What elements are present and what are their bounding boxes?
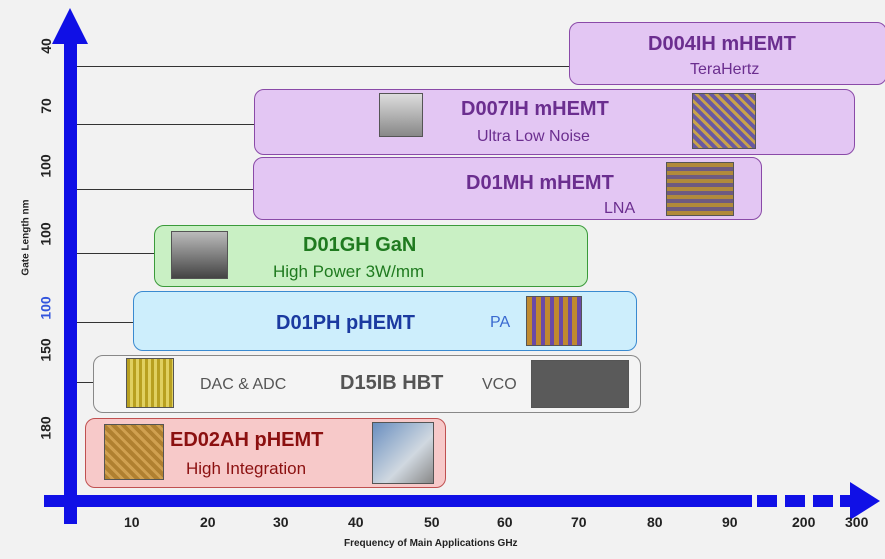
process-bar-d01mh: D01MH mHEMT LNA xyxy=(253,157,762,220)
y-axis xyxy=(64,40,77,524)
module-photo-thumbnail xyxy=(372,422,434,484)
x-axis-dash-3 xyxy=(813,495,833,507)
process-application-left: DAC & ADC xyxy=(200,376,287,393)
process-bar-d01gh: D01GH GaN High Power 3W/mm xyxy=(154,225,588,287)
process-name: D004IH mHEMT xyxy=(648,33,796,55)
x-axis-arrowhead xyxy=(850,482,880,520)
x-tick-200: 200 xyxy=(792,514,816,530)
device-photo-thumbnail xyxy=(379,93,423,137)
y-tick-40: 40 xyxy=(37,38,54,54)
x-tick-10: 10 xyxy=(124,514,140,530)
x-tick-30: 30 xyxy=(273,514,289,530)
guide-line-2 xyxy=(77,124,254,125)
process-application-right: VCO xyxy=(482,376,517,393)
y-axis-arrowhead xyxy=(52,8,88,44)
y-tick-100a: 100 xyxy=(37,154,54,178)
process-name: ED02AH pHEMT xyxy=(170,429,324,451)
x-axis-dash-4 xyxy=(840,495,852,507)
device-photo-thumbnail xyxy=(171,231,228,279)
guide-line-3 xyxy=(77,189,253,190)
x-axis xyxy=(44,495,752,507)
x-tick-90: 90 xyxy=(722,514,738,530)
y-tick-100c: 100 xyxy=(37,296,54,320)
x-axis-title: Frequency of Main Applications GHz xyxy=(344,538,518,549)
x-axis-dash-2 xyxy=(785,495,805,507)
guide-line-5 xyxy=(77,322,133,323)
x-axis-dash-1 xyxy=(757,495,777,507)
process-bar-ed02ah: ED02AH pHEMT High Integration xyxy=(85,418,446,488)
process-application: TeraHertz xyxy=(690,61,760,78)
process-application: LNA xyxy=(604,200,636,217)
y-tick-70: 70 xyxy=(37,98,54,114)
process-bar-d01ph: D01PH pHEMT PA xyxy=(133,291,637,351)
process-name: D01MH mHEMT xyxy=(466,172,614,194)
process-name: D15IB HBT xyxy=(340,372,444,394)
x-tick-40: 40 xyxy=(348,514,364,530)
x-tick-70: 70 xyxy=(571,514,587,530)
mmic-chip-thumbnail xyxy=(666,162,734,216)
mmic-chip-thumbnail xyxy=(692,93,756,149)
guide-line-4 xyxy=(77,253,154,254)
process-bar-d004ih: D004IH mHEMT TeraHertz xyxy=(569,22,885,85)
x-tick-20: 20 xyxy=(200,514,216,530)
process-bar-d15ib: DAC & ADC D15IB HBT VCO xyxy=(93,355,641,413)
x-tick-80: 80 xyxy=(647,514,663,530)
chip-thumbnail xyxy=(126,358,174,408)
process-name: D01GH GaN xyxy=(303,234,417,256)
process-bar-d007ih: D007IH mHEMT Ultra Low Noise xyxy=(254,89,855,155)
process-name: D007IH mHEMT xyxy=(461,98,609,120)
x-tick-50: 50 xyxy=(424,514,440,530)
process-application: PA xyxy=(490,314,511,331)
y-axis-title: Gate Length nm xyxy=(20,199,32,276)
process-application: Ultra Low Noise xyxy=(477,128,590,145)
y-tick-180: 180 xyxy=(37,416,54,440)
x-tick-300: 300 xyxy=(845,514,869,530)
mmic-chip-thumbnail xyxy=(526,296,582,346)
guide-line-6 xyxy=(77,382,93,383)
mmic-chip-thumbnail xyxy=(104,424,164,480)
guide-line-1 xyxy=(77,66,569,67)
process-application: High Power 3W/mm xyxy=(273,262,425,281)
process-application: High Integration xyxy=(186,459,307,478)
y-tick-150: 150 xyxy=(37,338,54,362)
y-tick-100b: 100 xyxy=(37,222,54,246)
x-tick-60: 60 xyxy=(497,514,513,530)
chip-thumbnail xyxy=(531,360,629,408)
process-name: D01PH pHEMT xyxy=(276,312,415,334)
